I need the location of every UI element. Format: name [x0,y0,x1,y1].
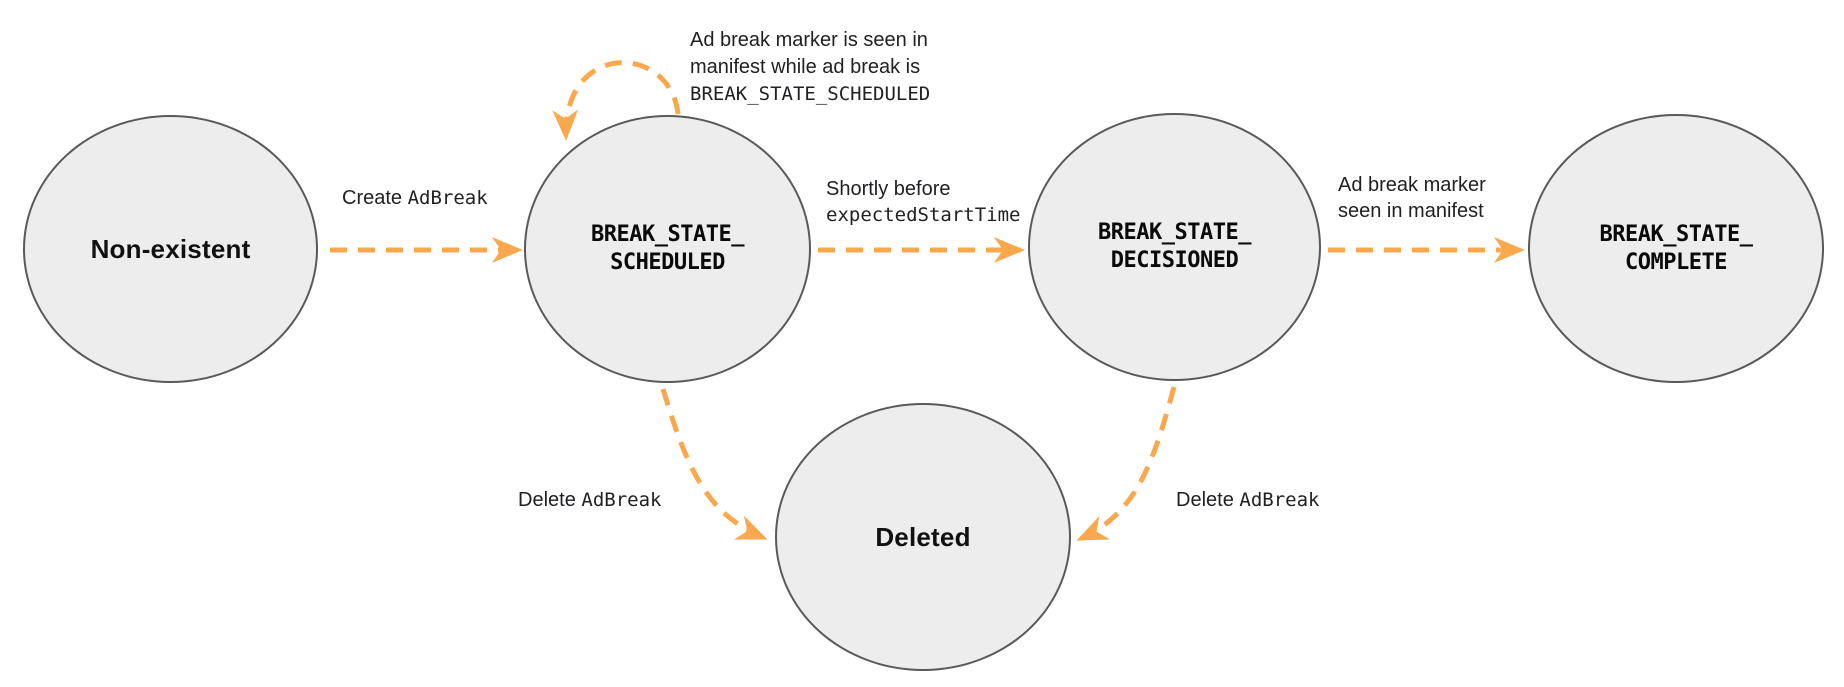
edge-label-delete-adbreak-right: Delete AdBreak [1176,489,1320,511]
state-break-state-complete: BREAK_STATE_ COMPLETE [1528,114,1824,383]
edge-label-create-adbreak: Create AdBreak [342,187,488,209]
state-label: BREAK_STATE_ DECISIONED [1098,220,1251,273]
state-label: BREAK_STATE_ SCHEDULED [591,222,744,275]
edge-delete-left [660,388,768,541]
edge-self-loop [552,60,681,141]
state-label: BREAK_STATE_ COMPLETE [1599,221,1753,275]
edge-label-shortly-before: Shortly before expectedStartTime [826,178,1021,226]
edge-label-delete-adbreak-left: Delete AdBreak [518,489,662,511]
state-break-state-decisioned: BREAK_STATE_ DECISIONED [1028,113,1321,381]
edge-delete-right [1076,386,1177,542]
edge-label-self-loop: Ad break marker is seen in manifest whil… [690,29,931,105]
state-non-existent: Non-existent [23,115,318,383]
state-label: Non-existent [90,233,251,264]
state-break-state-scheduled: BREAK_STATE_ SCHEDULED [524,115,811,383]
edge-label-marker-seen: Ad break marker seen in manifest [1338,174,1486,222]
state-label: Deleted [875,521,971,552]
state-deleted: Deleted [775,403,1071,671]
